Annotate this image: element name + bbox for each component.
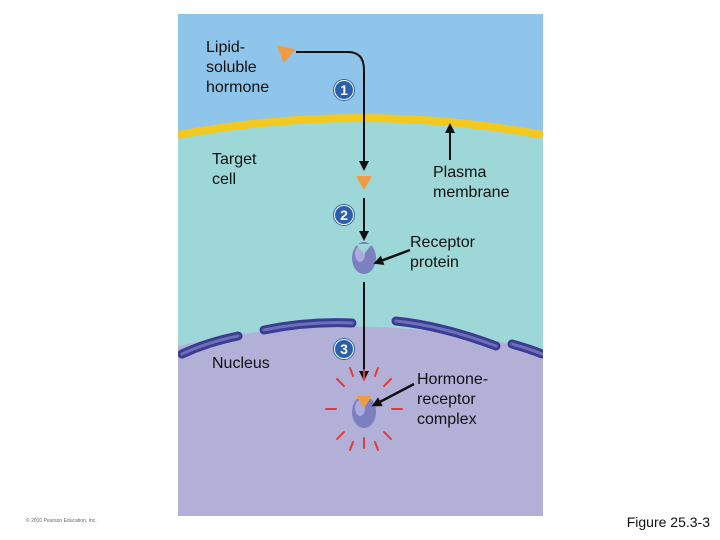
receptor-pointer <box>373 248 411 265</box>
figure-caption: Figure 25.3-3 <box>626 514 710 530</box>
hormone-path-arrow-1 <box>296 51 369 171</box>
plasma-membrane <box>178 114 543 139</box>
plasma-membrane-label: Plasma membrane <box>433 164 510 201</box>
hormone-in-cytoplasm <box>356 176 372 190</box>
nuclear-envelope <box>178 316 543 359</box>
diagram-panel <box>178 14 543 516</box>
activation-burst <box>325 367 403 451</box>
target-cell-label: Target cell <box>212 151 257 188</box>
cell-diagram <box>178 14 543 516</box>
hormone-receptor-complex <box>352 396 376 428</box>
hormone-outside <box>277 45 296 64</box>
receptor-protein-label: Receptor protein <box>410 234 475 271</box>
receptor-protein <box>352 242 376 274</box>
complex-pointer <box>371 382 415 407</box>
step-3-badge: 3 <box>334 339 354 359</box>
complex-label: Hormone- receptor complex <box>417 371 489 428</box>
nucleus-label: Nucleus <box>212 355 270 372</box>
step-1-badge: 1 <box>334 80 354 100</box>
copyright-notice: © 2010 Pearson Education, Inc. <box>26 518 97 524</box>
step-2-badge: 2 <box>334 205 354 225</box>
hormone-label: Lipid- soluble hormone <box>206 39 270 96</box>
